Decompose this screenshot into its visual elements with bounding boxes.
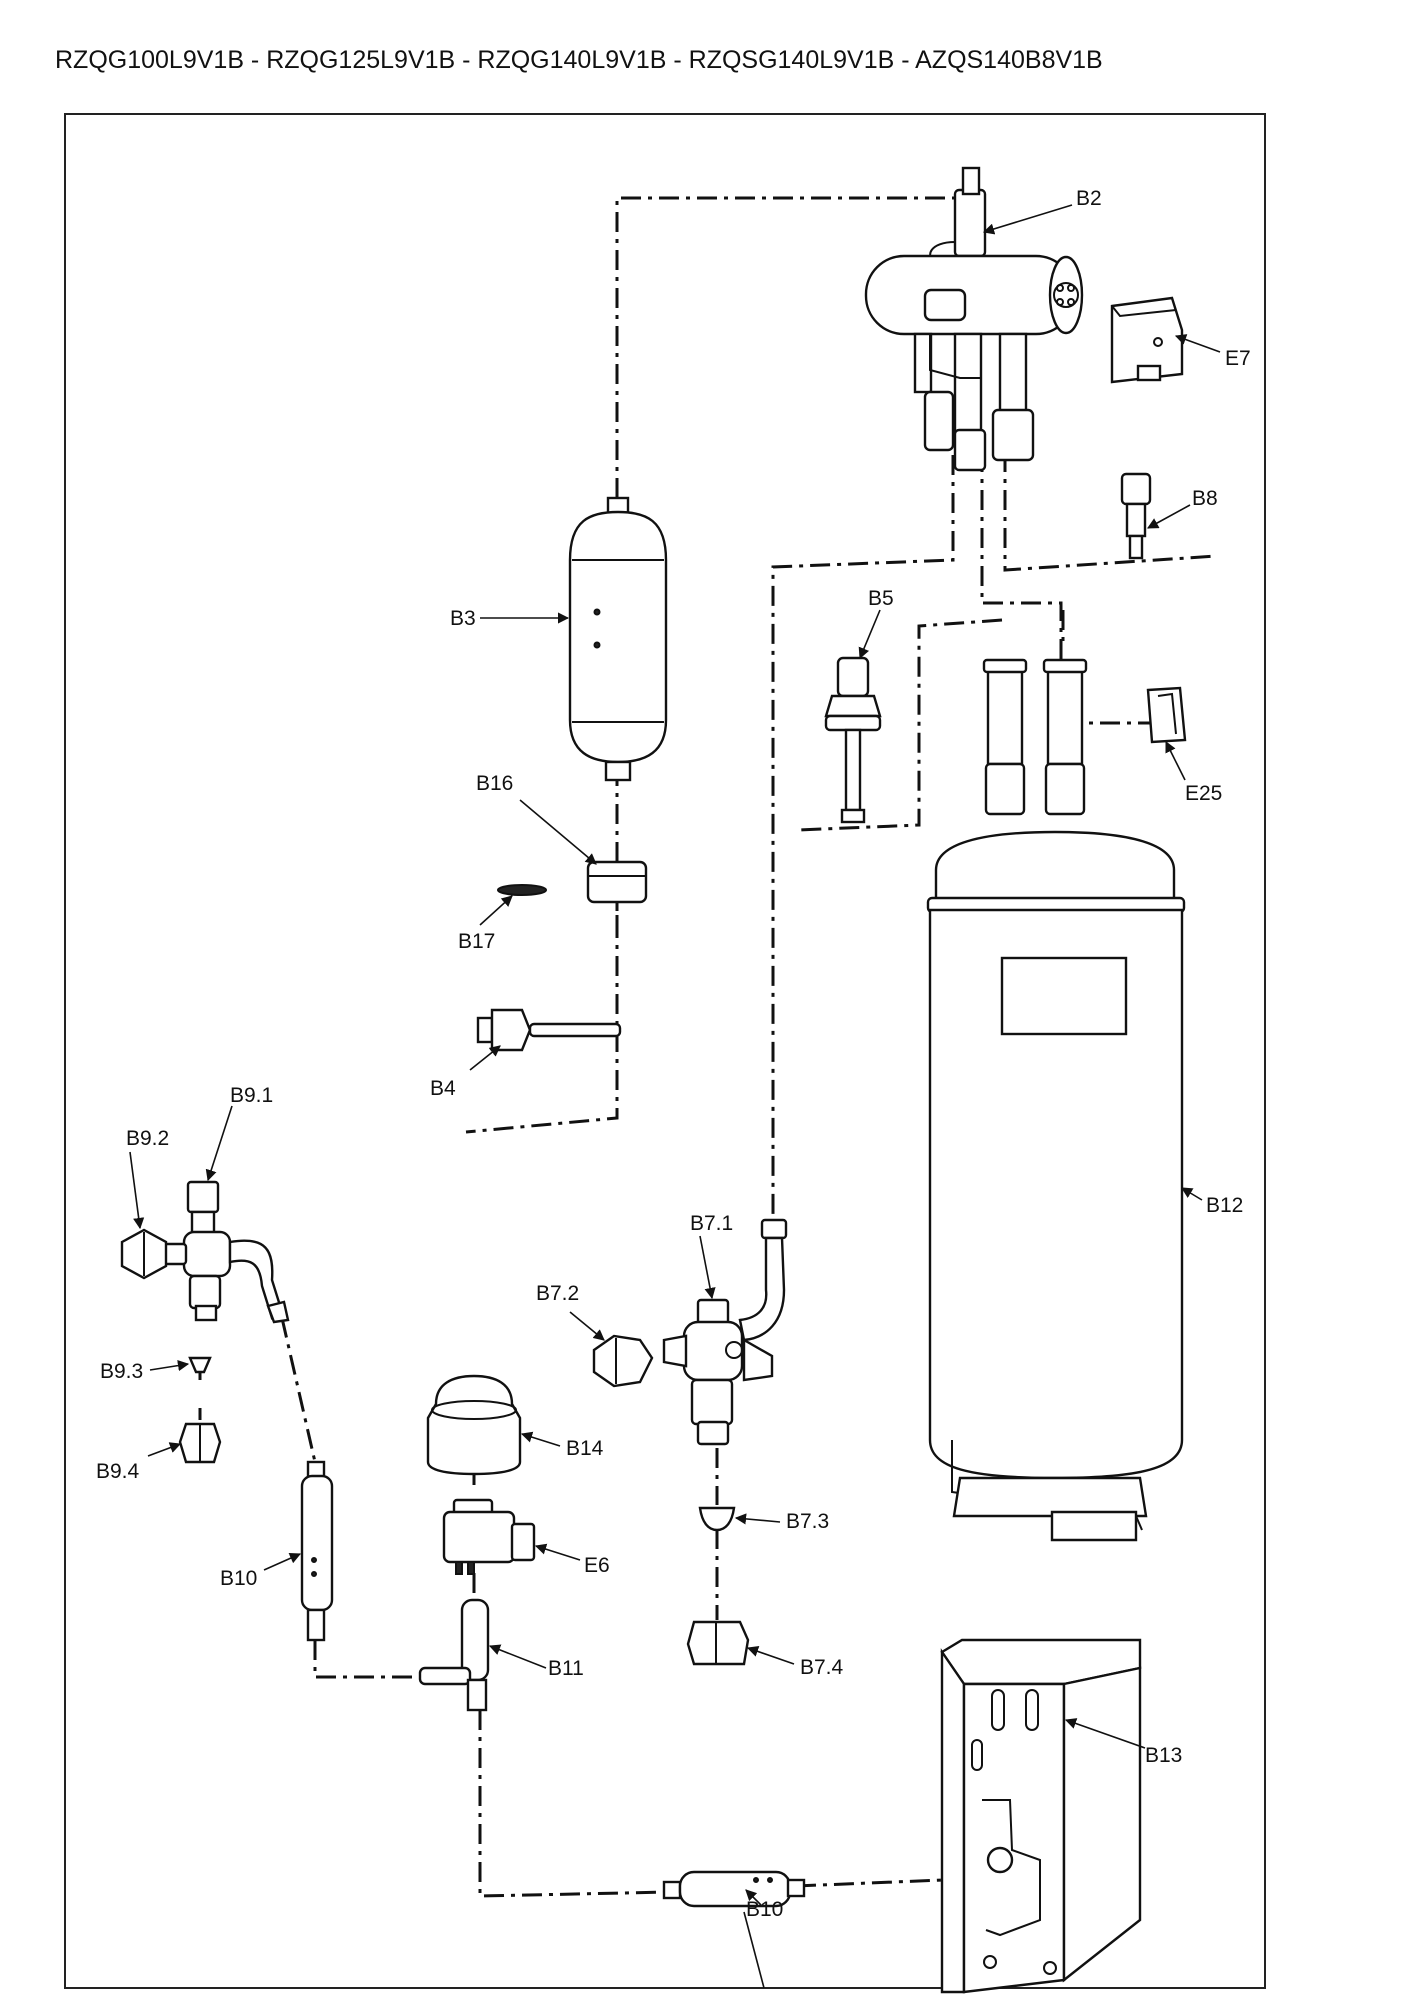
label-B16-callout: B16 [476,772,597,865]
label-B5-callout: B5 [858,587,894,660]
label-B7-1: B7.1 [690,1212,733,1235]
label-B9-1: B9.1 [230,1084,273,1107]
label-B9-2-callout: B9.2 [126,1127,169,1230]
label-B2: B2 [1076,187,1102,210]
label-B9-2: B9.2 [126,1127,169,1150]
switchbox-bracket-B13[interactable] [940,1638,1142,1994]
label-B9-3: B9.3 [100,1360,143,1383]
label-B9-3-callout: B9.3 [100,1360,190,1383]
label-E6-callout: E6 [534,1543,610,1577]
heater-clip-E25[interactable] [1146,686,1187,744]
expansion-valve-coil-cover-B14[interactable] [426,1374,522,1476]
label-B10-upper-callout: B10 [220,1552,302,1590]
compressor-B12[interactable] [926,658,1186,1542]
pressure-sensor-B4[interactable] [476,1008,622,1052]
label-B7-2-callout: B7.2 [536,1282,605,1341]
label-B9-4-callout: B9.4 [96,1442,182,1483]
label-B13-callout: B13 [1064,1718,1182,1767]
service-port-B8[interactable] [1120,472,1152,560]
accumulator-B3[interactable] [568,496,668,782]
label-B10-upper: B10 [220,1567,257,1590]
label-B17: B17 [458,930,495,953]
expansion-valve-coil-E6[interactable] [442,1498,536,1575]
cap-B9-2[interactable] [120,1228,168,1280]
label-B11-callout: B11 [488,1644,584,1680]
filter-B10-upper[interactable] [300,1460,334,1642]
label-B8-callout: B8 [1147,487,1218,529]
label-B12: B12 [1206,1194,1243,1217]
stop-valve-B7-1[interactable] [662,1218,788,1446]
flare-nut-B9-4[interactable] [178,1422,222,1464]
label-B4: B4 [430,1077,456,1100]
label-B3-callout: B3 [450,607,570,630]
label-B7-3: B7.3 [786,1510,829,1533]
label-E6: E6 [584,1554,610,1577]
pressure-switch-B5[interactable] [824,656,882,824]
label-B11: B11 [548,1657,584,1680]
label-B16: B16 [476,772,513,795]
diagram-frame [64,113,1266,1989]
label-B7-4-callout: B7.4 [746,1646,844,1679]
label-B10-lower: B10 [746,1898,783,1921]
label-B4-callout: B4 [430,1045,501,1100]
stop-valve-B9-1[interactable] [162,1180,290,1324]
label-B2-callout: B2 [982,187,1102,235]
filter-B10-lower[interactable] [662,1870,806,1908]
label-E25: E25 [1185,782,1222,805]
label-B14: B14 [566,1437,604,1460]
expansion-valve-body-B11[interactable] [418,1598,490,1712]
label-B10-lower-callout: B10 [743,1889,783,1989]
label-B14-callout: B14 [520,1431,604,1460]
valve-core-B9-3[interactable] [188,1356,212,1374]
label-B7-2: B7.2 [536,1282,579,1305]
label-E7: E7 [1225,347,1251,370]
rubber-bush-B16[interactable] [586,860,648,904]
document-title: RZQG100L9V1B - RZQG125L9V1B - RZQG140L9V… [55,46,1103,74]
label-B7-1-callout: B7.1 [690,1212,733,1300]
label-B13: B13 [1145,1744,1182,1767]
label-E25-callout: E25 [1165,740,1222,805]
label-B9-4: B9.4 [96,1460,140,1483]
label-B12-callout: B12 [1181,1187,1243,1217]
label-B9-1-callout: B9.1 [205,1084,273,1182]
label-B7-3-callout: B7.3 [734,1510,829,1533]
label-B17-callout: B17 [458,895,513,953]
cap-B7-2[interactable] [592,1334,654,1388]
label-B7-4: B7.4 [800,1656,844,1679]
coil-E7[interactable] [1110,296,1184,384]
label-E7-callout: E7 [1174,334,1251,370]
valve-core-B7-3[interactable] [698,1506,736,1532]
o-ring-B17[interactable] [497,884,547,896]
label-B3: B3 [450,607,476,630]
label-B5: B5 [868,587,894,610]
label-B8: B8 [1192,487,1218,510]
flare-nut-B7-4[interactable] [686,1620,750,1666]
four-way-valve-B2[interactable] [864,166,1084,472]
